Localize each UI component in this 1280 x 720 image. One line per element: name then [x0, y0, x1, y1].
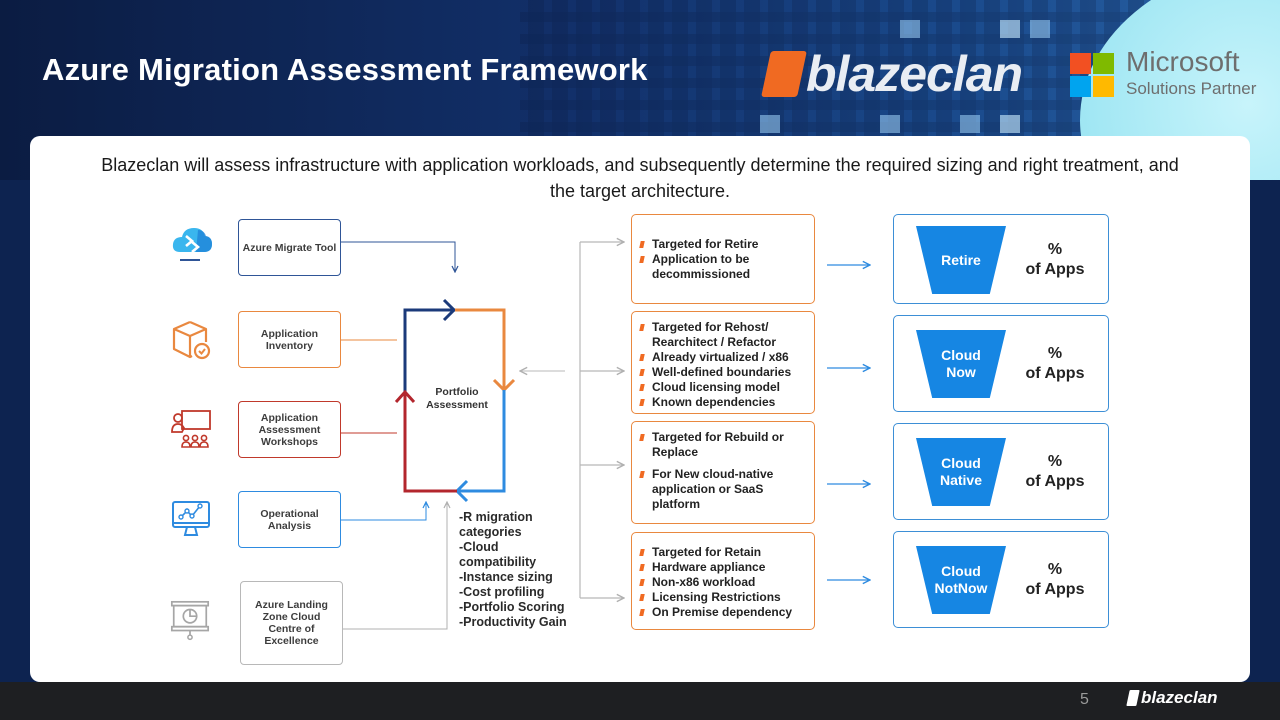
- percent-of-apps: %of Apps: [1025, 453, 1085, 490]
- bullet-icon: [639, 241, 645, 248]
- treatment-rebuild[interactable]: Targeted for Rebuild or Replace For New …: [631, 421, 815, 524]
- funnel-label: Cloud Now: [941, 347, 981, 380]
- category-line: -R migration: [459, 510, 533, 524]
- source-label: Azure Migrate Tool: [242, 241, 337, 254]
- partner-name: Microsoft: [1126, 46, 1240, 77]
- ms-logo-square: [1093, 53, 1114, 74]
- assessment-categories: -R migration categories -Cloud compatibi…: [459, 510, 567, 630]
- category-line: compatibility: [459, 555, 537, 569]
- treatment-item: For New cloud-native application or SaaS…: [639, 467, 808, 512]
- page-number: 5: [1080, 691, 1089, 708]
- category-line: -Productivity Gain: [459, 615, 567, 629]
- treatment-retain[interactable]: Targeted for Retain Hardware appliance N…: [631, 532, 815, 630]
- bullet-icon: [639, 434, 645, 441]
- presenter-audience-icon: [171, 410, 211, 448]
- percent-of-apps: %of Apps: [1025, 561, 1085, 598]
- source-azure-migrate-tool[interactable]: Azure Migrate Tool: [238, 219, 341, 276]
- treatment-item: Known dependencies: [639, 395, 808, 410]
- treatment-item: On Premise dependency: [639, 605, 808, 620]
- blazeclan-wordmark: blazeclan: [806, 46, 1023, 102]
- treatment-item: Non-x86 workload: [639, 575, 808, 590]
- page-title: Azure Migration Assessment Framework: [42, 52, 648, 87]
- footer-bar: [0, 682, 1280, 720]
- source-application-inventory[interactable]: Application Inventory: [238, 311, 341, 368]
- treatment-item: Already virtualized / x86: [639, 350, 808, 365]
- microsoft-logo-icon: [1070, 53, 1114, 97]
- bullet-icon: [639, 256, 645, 263]
- source-label: Azure Landing Zone Cloud Centre of Excel…: [255, 599, 328, 647]
- category-line: -Instance sizing: [459, 570, 553, 584]
- microsoft-partner-badge: Microsoft Solutions Partner: [1126, 46, 1257, 98]
- footer-blazeclan-logo: blazeclan: [1126, 688, 1218, 708]
- result-cloud-now[interactable]: Cloud Now %of Apps: [893, 315, 1109, 412]
- source-operational-analysis[interactable]: Operational Analysis: [238, 491, 341, 548]
- bullet-icon: [639, 324, 645, 331]
- bullet-icon: [639, 399, 645, 406]
- funnel-shape: Cloud Now: [916, 330, 1006, 398]
- monitor-chart-icon: [172, 501, 210, 536]
- percent-of-apps: %of Apps: [1025, 241, 1085, 278]
- bullet-icon: [639, 471, 645, 478]
- source-azure-landing-zone[interactable]: Azure Landing Zone Cloud Centre of Excel…: [240, 581, 343, 665]
- source-label: Operational Analysis: [260, 507, 319, 532]
- category-line: -Cloud: [459, 540, 499, 554]
- azure-migrate-cloud-icon: [172, 228, 212, 261]
- funnel-label: Cloud Native: [939, 455, 983, 488]
- funnel-shape: Cloud Native: [916, 438, 1006, 506]
- funnel-shape: Retire: [916, 226, 1006, 294]
- bullet-icon: [639, 384, 645, 391]
- bullet-icon: [639, 609, 645, 616]
- bullet-icon: [639, 354, 645, 361]
- package-check-icon: [172, 320, 211, 360]
- treatment-item: Targeted for Rebuild or Replace: [639, 430, 808, 460]
- treatment-rehost[interactable]: Targeted for Rehost/ Rearchitect / Refac…: [631, 311, 815, 414]
- treatment-item: Application to be decommissioned: [639, 252, 808, 282]
- result-retire[interactable]: Retire %of Apps: [893, 214, 1109, 304]
- footer-brand-text: blazeclan: [1141, 688, 1218, 707]
- blazeclan-mark-icon: [761, 51, 807, 97]
- ms-logo-square: [1093, 76, 1114, 97]
- treatment-item: Licensing Restrictions: [639, 590, 808, 605]
- partner-level: Solutions Partner: [1126, 79, 1257, 98]
- bullet-icon: [639, 579, 645, 586]
- treatment-item: Targeted for Retire: [639, 237, 808, 252]
- source-label: Application Assessment Workshops: [258, 411, 321, 448]
- treatment-item: Hardware appliance: [639, 560, 808, 575]
- ms-logo-square: [1070, 76, 1091, 97]
- treatment-item: Targeted for Retain: [639, 545, 808, 560]
- portfolio-assessment-label: Portfolio Assessment: [426, 386, 488, 411]
- result-cloud-notnow[interactable]: Cloud NotNow %of Apps: [893, 531, 1109, 628]
- source-label: Application Inventory: [260, 327, 319, 352]
- ms-logo-square: [1070, 53, 1091, 74]
- category-line: -Portfolio Scoring: [459, 600, 565, 614]
- treatment-item: Cloud licensing model: [639, 380, 808, 395]
- bullet-icon: [639, 549, 645, 556]
- treatment-retire[interactable]: Targeted for Retire Application to be de…: [631, 214, 815, 304]
- blazeclan-mark-icon: [1126, 690, 1140, 706]
- category-line: -Cost profiling: [459, 585, 545, 599]
- presentation-pie-icon: [170, 600, 210, 641]
- bullet-icon: [639, 369, 645, 376]
- subtitle: Blazeclan will assess infrastructure wit…: [101, 155, 1179, 201]
- bullet-icon: [639, 564, 645, 571]
- funnel-label: Retire: [941, 251, 981, 268]
- bullet-icon: [639, 594, 645, 601]
- funnel-label: Cloud NotNow: [934, 563, 988, 596]
- result-cloud-native[interactable]: Cloud Native %of Apps: [893, 423, 1109, 520]
- source-application-assessment-workshops[interactable]: Application Assessment Workshops: [238, 401, 341, 458]
- treatment-item: Well-defined boundaries: [639, 365, 808, 380]
- blazeclan-logo: blazeclan: [761, 46, 1023, 102]
- treatment-item: Targeted for Rehost/ Rearchitect / Refac…: [639, 320, 808, 350]
- percent-of-apps: %of Apps: [1025, 345, 1085, 382]
- funnel-shape: Cloud NotNow: [916, 546, 1006, 614]
- category-line: categories: [459, 525, 522, 539]
